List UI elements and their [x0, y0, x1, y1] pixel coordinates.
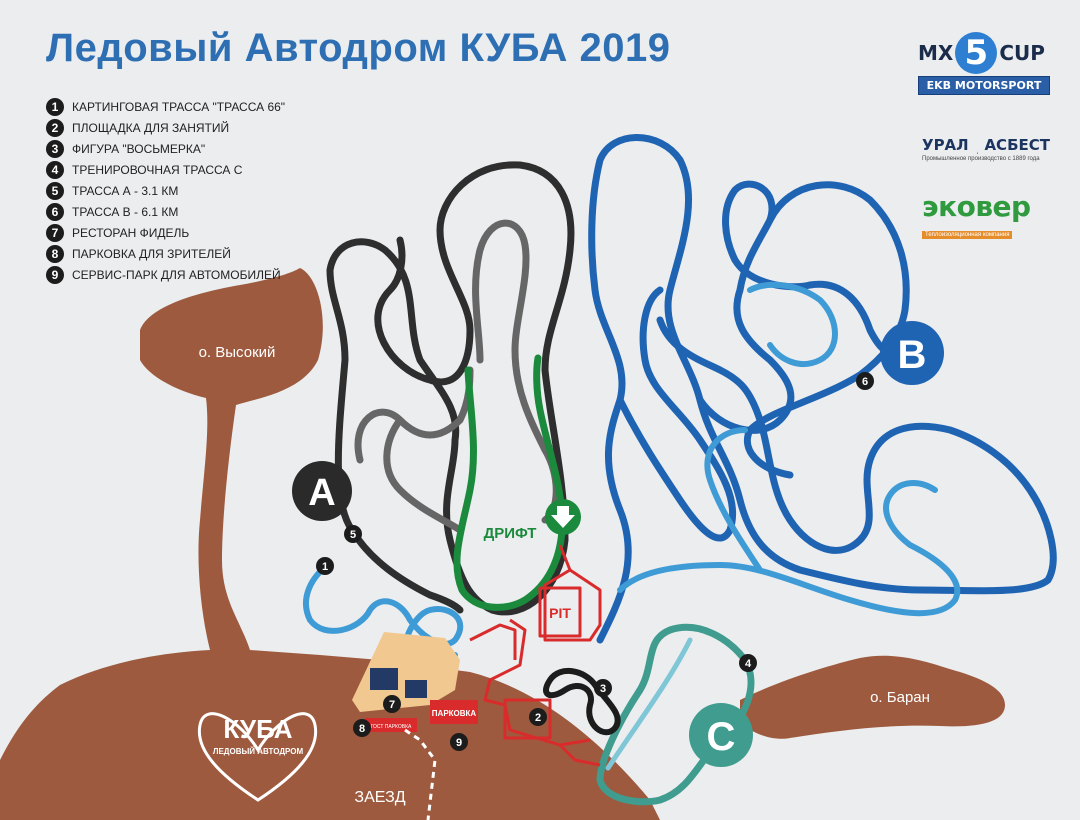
legend-item: 6 ТРАССА В - 6.1 КМ: [46, 201, 285, 222]
entry-label: ЗАЕЗД: [354, 789, 405, 806]
legend-item: 5 ТРАССА А - 3.1 КМ: [46, 180, 285, 201]
marker-9: 9: [450, 733, 468, 751]
legend-number: 1: [46, 97, 64, 116]
legend-item: 8 ПАРКОВКА ДЛЯ ЗРИТЕЛЕЙ: [46, 243, 285, 264]
legend-number: 6: [46, 202, 64, 221]
track-a-badge: A: [292, 461, 352, 521]
track-b-light: [617, 281, 961, 617]
svg-text:2: 2: [535, 712, 541, 724]
legend-number: 2: [46, 118, 64, 137]
mx-logo-number: 5: [955, 32, 998, 74]
parking-label: ПАРКОВКА: [432, 709, 477, 718]
pit-label: PIT: [549, 605, 571, 621]
ural-logo-subtitle: Промышленное производство с 1889 года: [922, 156, 1040, 162]
island-baran: [740, 655, 1005, 739]
island-vysokiy: [0, 268, 660, 820]
legend-text: КАРТИНГОВАЯ ТРАССА "ТРАССА 66": [72, 99, 286, 114]
legend-text: ПЛОЩАДКА ДЛЯ ЗАНЯТИЙ: [72, 120, 230, 135]
legend-number: 3: [46, 139, 64, 158]
page-title: Ледовый Автодром КУБА 2019: [46, 26, 671, 70]
track-c-letter: C: [707, 715, 736, 759]
track-b-letter: B: [898, 333, 927, 377]
ural-logo-right: АСБЕСТ: [984, 136, 1050, 154]
marker-8: 8: [353, 719, 371, 737]
drift-label: ДРИФТ: [484, 525, 537, 542]
guest-parking-label: ГОСТ ПАРКОВКА: [371, 724, 412, 730]
island-vysokiy-label: о. Высокий: [199, 344, 276, 361]
ekover-logo: эковер Теплоизоляционная компания: [922, 190, 1050, 239]
legend-text: ТРАССА В - 6.1 КМ: [72, 204, 179, 219]
pit-area: [352, 632, 478, 732]
kuba-logo: КУБА ЛЕДОВЫЙ АВТОДРОМ: [197, 712, 318, 802]
ekover-logo-subtitle: Теплоизоляционная компания: [922, 231, 1013, 239]
figure-eight-track: [543, 668, 621, 736]
legend-number: 8: [46, 244, 64, 263]
track-b-outer2: [616, 180, 914, 542]
legend-item: 4 ТРЕНИРОВОЧНАЯ ТРАССА С: [46, 159, 285, 180]
legend-item: 1 КАРТИНГОВАЯ ТРАССА "ТРАССА 66": [46, 96, 285, 117]
legend-number: 5: [46, 181, 64, 200]
marker-5: 5: [344, 525, 362, 543]
track-b-top-loop: [743, 181, 910, 479]
kuba-logo-subtitle: ЛЕДОВЫЙ АВТОДРОМ: [213, 747, 304, 756]
ural-logo-mark-icon: [976, 149, 979, 154]
marker-1: 1: [316, 557, 334, 575]
track-c-light: [605, 637, 693, 771]
legend-item: 9 СЕРВИС-ПАРК ДЛЯ АВТОМОБИЛЕЙ: [46, 264, 285, 285]
track-a-outer: [326, 161, 575, 616]
track-b-badge: B: [880, 321, 944, 385]
island-baran-label: о. Баран: [870, 689, 930, 706]
legend-text: ТРЕНИРОВОЧНАЯ ТРАССА С: [72, 162, 243, 177]
track-b-outer: [588, 134, 1057, 644]
legend-list: 1 КАРТИНГОВАЯ ТРАССА "ТРАССА 66" 2 ПЛОЩАДКА…: [46, 96, 285, 285]
ekover-logo-title: эковер: [922, 190, 1031, 223]
drift-badge: [545, 499, 581, 535]
marker-4: 4: [739, 654, 757, 672]
marker-7: 7: [383, 695, 401, 713]
svg-text:9: 9: [456, 737, 462, 749]
marker-6: 6: [856, 372, 874, 390]
track-a-letter: A: [308, 472, 335, 514]
ural-logo-left: УРАЛ: [922, 136, 969, 154]
svg-text:6: 6: [862, 376, 868, 388]
mx-logo-right: CUP: [999, 41, 1045, 65]
legend-number: 4: [46, 160, 64, 179]
legend-text: ПАРКОВКА ДЛЯ ЗРИТЕЛЕЙ: [72, 246, 231, 261]
legend-text: СЕРВИС-ПАРК ДЛЯ АВТОМОБИЛЕЙ: [72, 267, 281, 282]
legend-text: ТРАССА А - 3.1 КМ: [72, 183, 179, 198]
legend-text: ФИГУРА "ВОСЬМЕРКА": [72, 141, 206, 156]
marker-3: 3: [594, 679, 612, 697]
legend-number: 7: [46, 223, 64, 242]
svg-text:3: 3: [600, 683, 606, 695]
ekb-motorsport-label: EKB MOTORSPORT: [918, 76, 1050, 95]
svg-text:4: 4: [745, 658, 752, 670]
svg-text:1: 1: [322, 561, 328, 573]
svg-text:8: 8: [359, 723, 365, 735]
svg-text:5: 5: [350, 529, 356, 541]
kuba-logo-title: КУБА: [223, 714, 292, 744]
pit-network: [469, 544, 602, 767]
mx-logo-left: MX: [918, 41, 954, 65]
drift-track: [453, 354, 566, 611]
track-a-dark-lower: [348, 526, 464, 614]
marker-2: 2: [529, 708, 547, 726]
svg-text:7: 7: [389, 699, 395, 711]
legend-text: РЕСТОРАН ФИДЕЛЬ: [72, 225, 190, 240]
legend-item: 2 ПЛОЩАДКА ДЛЯ ЗАНЯТИЙ: [46, 117, 285, 138]
legend-number: 9: [46, 265, 64, 284]
legend-item: 3 ФИГУРА "ВОСЬМЕРКА": [46, 138, 285, 159]
ural-asbest-logo: УРАЛ АСБЕСТ Промышленное производство с …: [922, 120, 1050, 182]
track-c-badge: C: [689, 703, 753, 767]
legend-item: 7 РЕСТОРАН ФИДЕЛЬ: [46, 222, 285, 243]
mx5-cup-logo: MX 5 CUP EKB MOTORSPORT: [918, 32, 1050, 110]
